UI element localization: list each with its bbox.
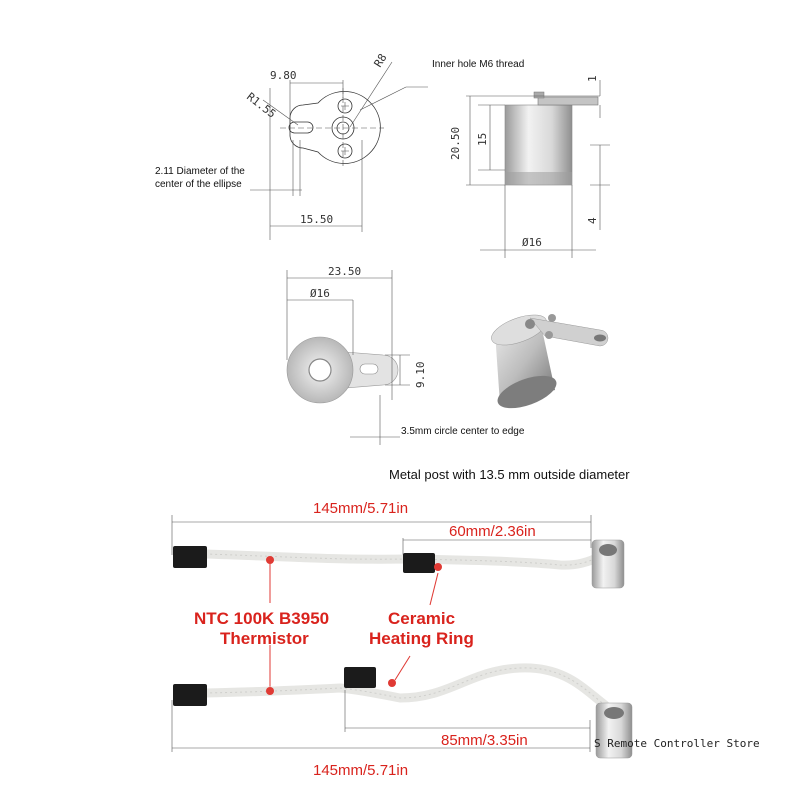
note-metal-post: Metal post with 13.5 mm outside diameter — [389, 467, 630, 482]
connector-heater-bottom — [344, 667, 376, 688]
label-heater-line2: Heating Ring — [369, 629, 474, 648]
label-thermistor-line1: NTC 100K B3950 — [194, 609, 329, 628]
top-right-side-drawing: 20.50 15 1 4 Ø16 — [449, 75, 610, 258]
dim-r1-55: R1.55 — [244, 90, 278, 121]
bottom-hole — [308, 358, 332, 382]
connector-heater-top — [403, 553, 435, 573]
dim-4: 4 — [586, 217, 599, 224]
marker-dot-heater-top — [434, 563, 442, 571]
dim-20-50: 20.50 — [449, 127, 462, 160]
cable-assembly-top: 145mm/5.71in 60mm/2.36in — [171, 500, 625, 589]
iso-tab — [529, 317, 609, 347]
side-cylinder — [504, 104, 573, 186]
note-ellipse-line2: center of the ellipse — [155, 179, 242, 190]
middle-bottom-drawing: 23.50 Ø16 9.10 3.5mm circle center to ed… — [286, 265, 630, 482]
side-tab — [537, 96, 599, 106]
store-watermark: S Remote Controller Store — [594, 737, 760, 750]
iso-render — [491, 314, 609, 409]
dim-d16-bottom: Ø16 — [310, 287, 330, 300]
label-thermistor-line2: Thermistor — [220, 629, 309, 648]
dim-1: 1 — [586, 75, 599, 82]
dim-23-50: 23.50 — [328, 265, 361, 278]
dim-9-10: 9.10 — [414, 362, 427, 389]
dim-d16-side: Ø16 — [522, 236, 542, 249]
note-inner-hole: Inner hole M6 thread — [432, 59, 524, 70]
len-total-top: 145mm/5.71in — [313, 500, 408, 517]
slot — [288, 121, 314, 134]
marker-dot-thermistor-top — [266, 556, 274, 564]
screw-bottom-icon — [337, 143, 353, 159]
bottom-slot — [359, 363, 379, 375]
len-total-bottom: 145mm/5.71in — [313, 762, 408, 779]
callout-labels: NTC 100K B3950 Thermistor Ceramic Heatin… — [194, 564, 474, 690]
marker-dot-thermistor-bottom — [266, 687, 274, 695]
heater-block-bottom — [595, 702, 633, 759]
note-edge: 3.5mm circle center to edge — [401, 426, 525, 437]
top-left-plan-drawing: 9.80 R1.55 R8 15.50 Inner hole M6 thread… — [155, 51, 524, 240]
cable-sleeve-bottom — [200, 663, 610, 710]
label-heater-line1: Ceramic — [388, 609, 455, 628]
len-heater-bottom: 85mm/3.35in — [441, 732, 528, 749]
note-ellipse-line1: 2.11 Diameter of the — [155, 166, 245, 177]
marker-dot-heater-bottom — [388, 679, 396, 687]
bracket-outline — [289, 91, 381, 164]
dim-15: 15 — [476, 133, 489, 146]
dim-r8: R8 — [372, 51, 390, 69]
len-heater-top: 60mm/2.36in — [449, 523, 536, 540]
connector-thermistor-bottom — [173, 684, 207, 706]
cable-assembly-bottom: 85mm/3.35in 145mm/5.71in — [171, 663, 633, 779]
dim-9-80: 9.80 — [270, 69, 297, 82]
connector-thermistor-top — [173, 546, 207, 568]
screw-top-icon — [337, 98, 353, 114]
dim-15-50: 15.50 — [300, 213, 333, 226]
